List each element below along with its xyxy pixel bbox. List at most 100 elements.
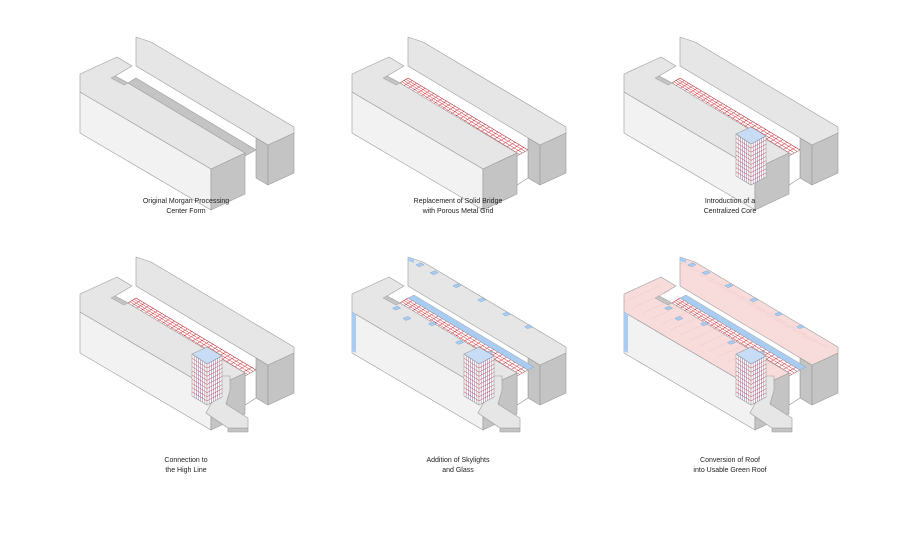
core-grid-line xyxy=(750,380,767,389)
panel-p3 xyxy=(623,36,839,211)
core-grid-line xyxy=(735,146,752,157)
core-grid-line xyxy=(206,359,223,369)
green-roof-line xyxy=(745,302,767,311)
skylight xyxy=(392,305,401,311)
caption-line: Centralized Core xyxy=(703,208,757,215)
right-bar-roof xyxy=(407,256,567,366)
glass-strip xyxy=(407,294,535,371)
green-roof-line xyxy=(717,285,736,293)
core-grid-line xyxy=(463,391,480,402)
core-grid-line xyxy=(478,384,495,393)
skylight xyxy=(415,262,425,268)
green-roof-line xyxy=(717,341,753,358)
skylight xyxy=(796,324,806,329)
core-grid-line xyxy=(750,168,767,177)
core-grid-line xyxy=(735,142,752,153)
core-grid-line xyxy=(191,374,208,385)
glass-edge xyxy=(624,312,628,353)
high-line-side xyxy=(227,427,249,433)
roof-step xyxy=(382,75,401,86)
core-grid-line xyxy=(735,366,752,377)
skylight xyxy=(477,297,487,303)
grid-end-face xyxy=(244,369,257,406)
grid-line xyxy=(677,79,798,152)
core-grid-line xyxy=(750,172,767,182)
core-grid-line xyxy=(750,139,767,149)
skylight xyxy=(687,262,697,268)
right-bar-inner-face xyxy=(255,137,269,186)
core-grid-line xyxy=(206,368,223,377)
grid-line xyxy=(133,299,254,372)
caption-line: and Glass xyxy=(442,467,474,474)
core-grid-line xyxy=(735,379,752,389)
core-grid-line xyxy=(750,388,767,397)
core-grid-line xyxy=(750,160,767,169)
roof-step xyxy=(654,295,673,306)
core-grid-line xyxy=(463,383,480,393)
caption-line: Connection to xyxy=(164,457,208,464)
caption-line: the High Line xyxy=(165,467,207,474)
core-grid-line xyxy=(735,370,752,381)
core-grid-line xyxy=(206,372,223,381)
green-roof-line xyxy=(783,324,808,335)
skylight xyxy=(429,270,439,275)
roof-step xyxy=(110,295,129,306)
core-grid-line xyxy=(206,388,223,397)
core-grid-line xyxy=(735,138,752,149)
caption-line: Center Form xyxy=(166,208,206,215)
skylight xyxy=(664,305,673,311)
core-roof xyxy=(463,346,495,365)
core-grid-line xyxy=(750,392,767,402)
green-roof-line xyxy=(698,329,735,347)
grid-line xyxy=(405,299,526,372)
glass-strip xyxy=(679,294,807,371)
core-grid-line xyxy=(191,383,208,393)
core-grid-line xyxy=(750,372,767,381)
core-grid-line xyxy=(478,376,495,385)
core-grid-line xyxy=(463,370,480,381)
right-bar-roof xyxy=(135,256,295,366)
green-roof-line xyxy=(623,284,662,303)
core-grid-line xyxy=(191,366,208,377)
green-roof-line xyxy=(642,296,680,314)
skylight xyxy=(701,270,711,275)
core-grid-line xyxy=(735,387,752,397)
skylight xyxy=(700,321,709,326)
core-grid-line xyxy=(750,156,767,165)
core-grid-line xyxy=(735,358,752,369)
caption-line: Original Morgan Processing xyxy=(142,198,230,205)
core-grid-line xyxy=(735,362,752,373)
core-grid-line xyxy=(478,392,495,402)
caption-line: Replacement of Solid Bridge xyxy=(413,198,503,205)
green-roof-line xyxy=(708,279,726,287)
panel-p6 xyxy=(623,256,839,433)
glass-edge xyxy=(408,257,414,263)
grid-line xyxy=(135,297,257,371)
grid-line xyxy=(403,80,523,154)
core-grid-line xyxy=(478,364,495,373)
grid-line xyxy=(403,300,523,374)
green-roof-line xyxy=(764,313,788,323)
grid-line xyxy=(673,81,792,155)
core-grid-line xyxy=(463,366,480,377)
core-grid-line xyxy=(463,387,480,397)
skylight xyxy=(727,340,736,345)
green-roof-line xyxy=(679,262,696,269)
core-grid-line xyxy=(750,148,767,157)
core-grid-line xyxy=(750,384,767,393)
roof-step xyxy=(654,75,673,86)
skylight xyxy=(428,321,437,326)
core-grid-line xyxy=(750,359,767,369)
core-grid-line xyxy=(750,144,767,153)
core-grid-line xyxy=(463,379,480,389)
skylights xyxy=(664,262,806,356)
skylights xyxy=(392,262,534,356)
core-grid-line xyxy=(191,379,208,389)
skylight xyxy=(674,316,684,321)
grid-end-face xyxy=(788,369,801,406)
core-roof xyxy=(735,346,767,365)
core-roof xyxy=(735,126,767,145)
